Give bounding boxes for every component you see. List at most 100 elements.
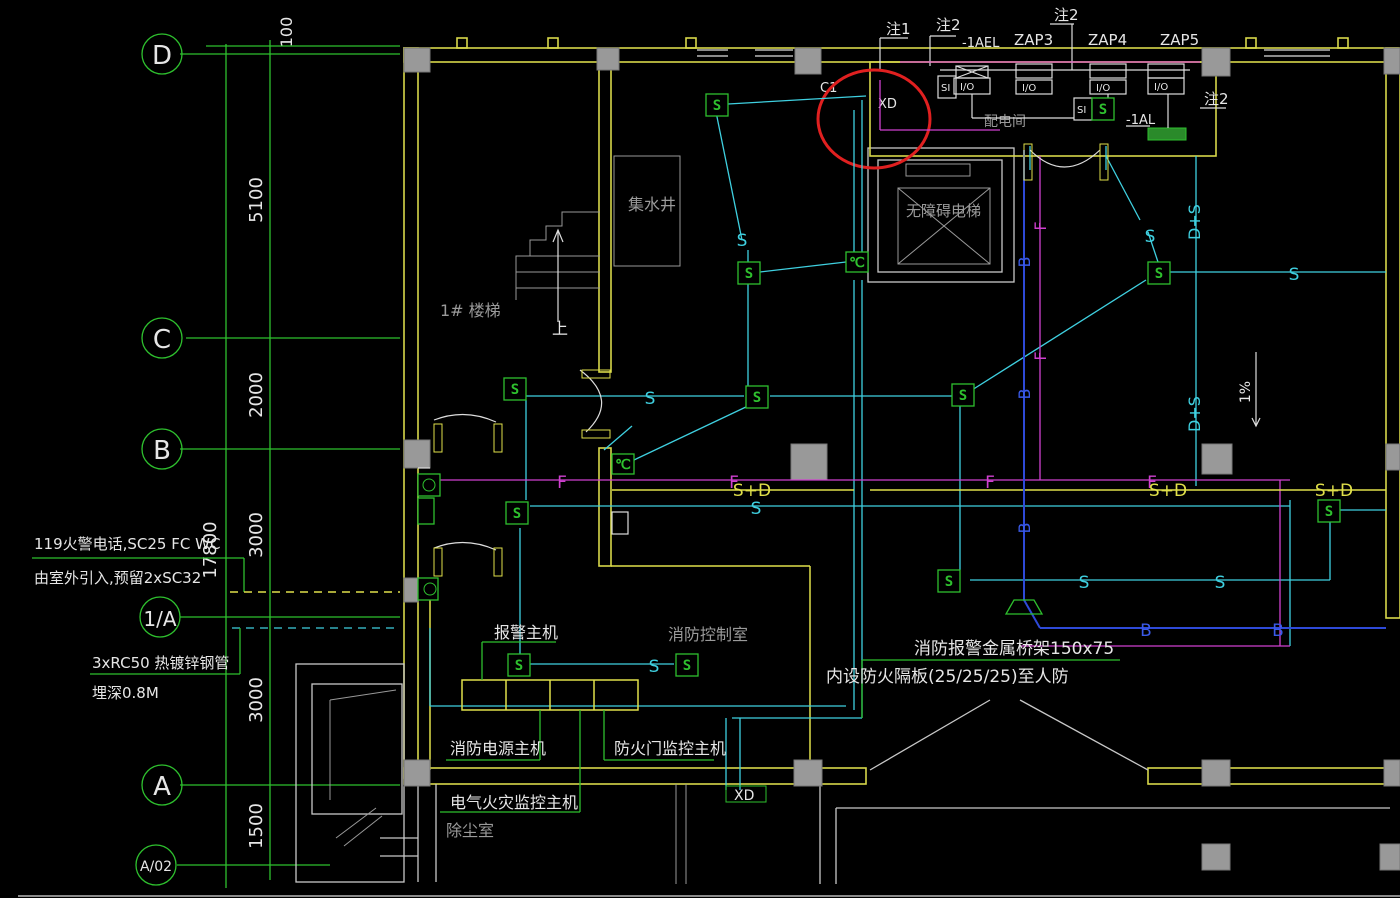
highlight-circle (816, 68, 932, 170)
dim-1500: 1500 (246, 803, 267, 849)
tag-s-5: S (1289, 265, 1300, 285)
svg-text:S: S (511, 382, 519, 398)
panel-1al: -1AL (1126, 113, 1156, 128)
smoke-detector-icon: S (705, 93, 729, 117)
note-1: 注1 (886, 20, 911, 38)
walls (18, 37, 1400, 897)
smoke-detector-icon: S (745, 385, 769, 409)
dim-17800: 17800 (200, 521, 221, 578)
smoke-detector-icon: S (505, 501, 529, 525)
xd-label-bottom: XD (734, 788, 754, 804)
stair-up-label: 上 (552, 319, 568, 338)
stair-label: 1# 楼梯 (440, 301, 501, 320)
speaker-icon (417, 577, 439, 601)
grid-bubble-a02: A/02 (135, 844, 177, 886)
smoke-detector-icon: S (737, 261, 761, 285)
columns (403, 47, 1400, 871)
grid-bubble-a: A (141, 764, 183, 806)
cable-f-routes: F F F F F F (430, 80, 1290, 647)
tag-b-4: B (1140, 621, 1152, 641)
tray-note: 消防报警金属桥架150x75 内设防火隔板(25/25/25)至人防 (826, 639, 1120, 718)
phone-line-note-2: 由室外引入,预留2xSC32 (34, 569, 201, 587)
tag-f-5: F (1031, 221, 1050, 230)
cable-s-routes: S S S S S S S S D+S D+S (429, 95, 1386, 790)
panel-zap3: ZAP3 (1014, 31, 1053, 49)
io-label-2: I/O (1022, 83, 1036, 94)
slope-label: 1% (1238, 381, 1254, 403)
tag-s-2: S (737, 231, 748, 251)
tag-f-4: F (1147, 473, 1157, 493)
tag-f-1: F (557, 473, 567, 493)
grid-label-d: D (152, 41, 172, 71)
tag-s-8: S (649, 657, 660, 677)
grid-label-c: C (153, 325, 171, 355)
sump-label: 集水井 (628, 195, 676, 214)
panel-zap5: ZAP5 (1160, 31, 1199, 49)
tag-b-5: B (1272, 621, 1284, 641)
tag-s-7: S (1215, 573, 1226, 593)
tag-s-3: S (751, 499, 762, 519)
smoke-detector-icon: S (503, 377, 527, 401)
misc-lines (329, 467, 430, 847)
speaker-icon (417, 497, 435, 525)
svg-text:℃: ℃ (615, 457, 631, 473)
door-arc (1029, 149, 1101, 168)
dust-room-label: 除尘室 (446, 821, 494, 840)
door-arc (433, 413, 497, 423)
fire-power-host-label: 消防电源主机 (450, 739, 546, 758)
tag-f-3: F (985, 473, 995, 493)
control-room-label: 消防控制室 (668, 625, 748, 644)
tag-b-1: B (1015, 257, 1034, 268)
svg-text:S: S (1325, 504, 1333, 520)
alarm-host-label: 报警主机 (494, 623, 558, 642)
si-label-1: SI (941, 83, 950, 94)
grid-bubble-1a: 1/A (139, 596, 181, 638)
door-arc (433, 541, 497, 551)
dim-2000: 2000 (246, 372, 267, 418)
panel-xd: XD (878, 97, 897, 112)
tag-s-4: S (1145, 227, 1156, 247)
distribution-room-label: 配电间 (984, 114, 1026, 130)
grid-label-a02: A/02 (140, 859, 172, 875)
smoke-detector-icon: S (1091, 97, 1115, 121)
smoke-detector-icon: S (1147, 261, 1171, 285)
door-arc (579, 369, 603, 433)
rc-line-note-1: 3xRC50 热镀锌钢管 (92, 654, 229, 672)
dim-5100: 5100 (246, 177, 267, 223)
note-2b: 注2 (1054, 6, 1079, 24)
phone-line-note-1: 119火警电话,SC25 FC WC (34, 535, 220, 553)
phone-icon: ℃ (845, 251, 869, 273)
tag-s-6: S (1079, 573, 1090, 593)
fire-door-host-label: 防火门监控主机 (614, 739, 726, 758)
cable-sd-routes: S+D S+D S+D (612, 481, 1386, 501)
tag-b-3: B (1015, 523, 1034, 534)
module-box (611, 511, 629, 535)
smoke-detector-icon: S (507, 653, 531, 677)
grid-bubble-c: C (141, 317, 183, 359)
io-label-3: I/O (1096, 83, 1110, 94)
svg-text:S: S (959, 388, 967, 404)
io-label-1: I/O (960, 82, 974, 93)
stair-area: 上 1# 楼梯 集水井 (440, 155, 681, 338)
dim-3000-b: 3000 (246, 677, 267, 723)
dim-3000-a: 3000 (246, 512, 267, 558)
tag-sd-3: S+D (1315, 481, 1353, 501)
svg-text:S: S (753, 390, 761, 406)
svg-text:S: S (683, 658, 691, 674)
dim-100: 100 (277, 17, 296, 48)
svg-text:S: S (515, 658, 523, 674)
grid-label-b: B (153, 436, 171, 466)
rc-line-note-2: 埋深0.8M (92, 684, 159, 702)
electrical-fire-host-label: 电气火灾监控主机 (450, 793, 578, 812)
svg-text:S: S (745, 266, 753, 282)
tag-b-2: B (1015, 389, 1034, 400)
distribution-room: 配电间 I/O I/O I/O I/O SI SI -1AEL ZAP3 ZAP… (820, 6, 1229, 141)
grid-label-a: A (153, 772, 171, 802)
sounder-icon (1004, 599, 1044, 615)
panel-zap4: ZAP4 (1088, 31, 1127, 49)
tag-ds-1: D+S (1185, 204, 1204, 240)
svg-text:S: S (713, 98, 721, 114)
tag-f-2: F (729, 473, 739, 493)
elevator: 无障碍电梯 (897, 163, 991, 265)
tag-s-1: S (645, 389, 656, 409)
